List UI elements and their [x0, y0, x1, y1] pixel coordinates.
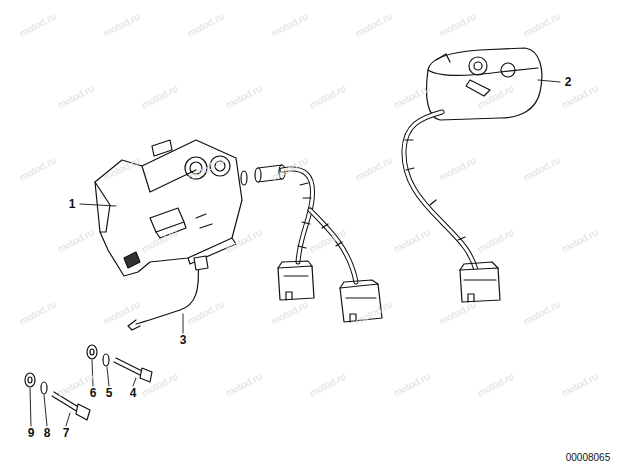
watermark: motod.ru: [140, 227, 180, 254]
watermark: motod.ru: [438, 11, 478, 38]
callout-number: 3: [180, 334, 187, 346]
watermark: motod.ru: [224, 371, 264, 398]
watermark: motod.ru: [56, 371, 96, 398]
watermark: motod.ru: [560, 227, 600, 254]
callout-number: 1: [69, 198, 76, 210]
watermark: motod.ru: [308, 83, 348, 110]
watermark: motod.ru: [354, 299, 394, 326]
leader-lines: [30, 80, 560, 426]
watermark: motod.ru: [18, 155, 58, 182]
left-wiring-harness: [278, 169, 382, 322]
watermark: motod.ru: [186, 155, 226, 182]
left-switch-housing: [95, 140, 247, 276]
right-wiring-harness: [404, 112, 500, 302]
watermark: motod.ru: [476, 83, 516, 110]
watermark: motod.ru: [56, 83, 96, 110]
watermark: motod.ru: [270, 11, 310, 38]
watermark: motod.ru: [308, 371, 348, 398]
callout-number: 8: [44, 427, 51, 439]
watermark: motod.ru: [102, 11, 142, 38]
document-number: 00008065: [566, 453, 611, 463]
watermark: motod.ru: [354, 11, 394, 38]
watermark: motod.ru: [476, 227, 516, 254]
watermark: motod.ru: [186, 299, 226, 326]
watermark: motod.ru: [308, 227, 348, 254]
callout-number: 6: [90, 387, 97, 399]
watermark: motod.ru: [224, 227, 264, 254]
watermark: motod.ru: [438, 299, 478, 326]
watermark: motod.ru: [140, 83, 180, 110]
screw-and-washers: [87, 345, 152, 382]
watermark: motod.ru: [270, 155, 310, 182]
watermark: motod.ru: [102, 299, 142, 326]
right-switch-housing: [427, 48, 542, 120]
watermark: motod.ru: [476, 371, 516, 398]
watermark: motod.ru: [354, 155, 394, 182]
watermark: motod.ru: [56, 227, 96, 254]
watermark: motod.ru: [560, 371, 600, 398]
watermark: motod.ru: [186, 11, 226, 38]
callout-number: 7: [63, 427, 70, 439]
watermark: motod.ru: [392, 227, 432, 254]
watermark: motod.ru: [522, 155, 562, 182]
watermark: motod.ru: [270, 299, 310, 326]
watermark: motod.ru: [522, 299, 562, 326]
watermark: motod.ru: [438, 155, 478, 182]
callout-number: 2: [565, 76, 572, 88]
watermark: motod.ru: [392, 83, 432, 110]
callout-number: 5: [106, 387, 113, 399]
watermark: motod.ru: [18, 11, 58, 38]
watermark: motod.ru: [392, 371, 432, 398]
watermark: motod.ru: [522, 11, 562, 38]
callout-number: 9: [28, 427, 35, 439]
watermark: motod.ru: [18, 299, 58, 326]
watermark: motod.ru: [140, 371, 180, 398]
callout-number: 4: [130, 387, 137, 399]
watermark: motod.ru: [102, 155, 142, 182]
watermark: motod.ru: [224, 83, 264, 110]
